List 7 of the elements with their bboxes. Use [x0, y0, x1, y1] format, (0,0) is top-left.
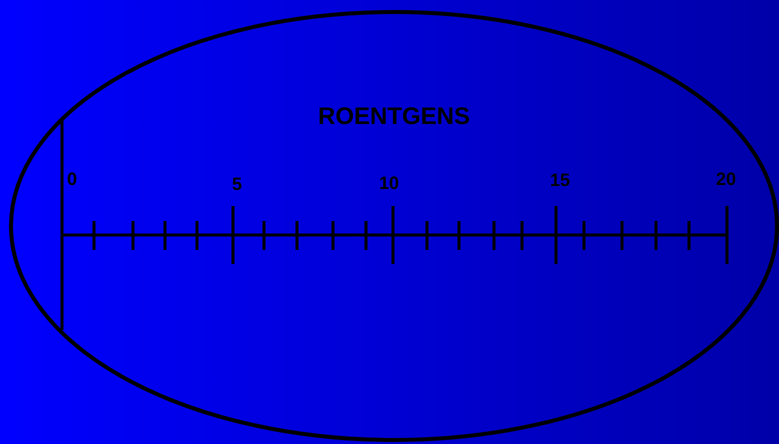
scale-title: ROENTGENS	[318, 103, 470, 131]
scale-number: 5	[232, 174, 242, 195]
scale-number: 10	[378, 173, 400, 194]
scale-number: 15	[550, 170, 570, 191]
reticle-ellipse	[9, 10, 779, 442]
scale-number: 20	[716, 169, 736, 190]
scale-number: 0	[67, 169, 77, 190]
